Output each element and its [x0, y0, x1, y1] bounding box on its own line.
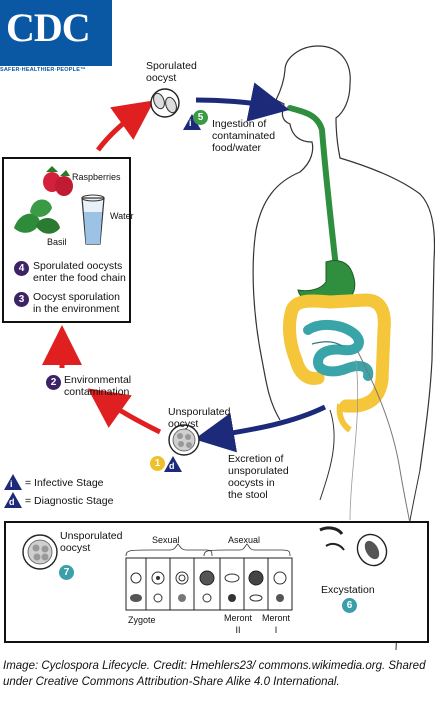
legend-diagnostic-text: = Diagnostic Stage — [25, 495, 114, 507]
excretion-label: Excretion of unsporulated oocysts in the… — [228, 453, 289, 501]
zygote-label: Zygote — [128, 615, 156, 625]
unsporulated-oocyst-icon — [168, 424, 200, 456]
arrow-excretion — [194, 404, 327, 453]
cdc-logo-tagline: SAFER·HEALTHIER·PEOPLE™ — [0, 67, 86, 73]
unsporulated-oocyst-bottom-label: Unsporulated oocyst — [60, 530, 123, 554]
colon — [283, 293, 391, 413]
legend-infective-letter: i — [10, 479, 13, 489]
stage-3-label: Oocyst sporulation in the environment — [33, 291, 120, 315]
stage-4-badge: 4 — [14, 261, 29, 276]
sexual-label: Sexual — [152, 535, 180, 545]
stage-4-label: Sporulated oocysts enter the food chain — [33, 260, 126, 284]
water-label: Water — [110, 211, 134, 221]
stage-5-badge: 5 — [193, 110, 208, 125]
stage-3-badge: 3 — [14, 292, 29, 307]
diagnostic-stage-letter: d — [169, 461, 175, 471]
arrow-1-to-2 — [87, 388, 162, 435]
legend-diagnostic-icon — [4, 492, 22, 508]
unsporulated-oocyst-label: Unsporulated oocyst — [168, 406, 231, 430]
stage-6-label: Excystation — [321, 584, 375, 596]
raspberries-label: Raspberries — [72, 172, 121, 182]
asexual-label: Asexual — [228, 535, 261, 545]
cdc-logo: CDC — [0, 0, 112, 66]
legend-infective-text: = Infective Stage — [25, 477, 104, 489]
arrow-to-mouth — [195, 82, 290, 122]
cell-strip — [125, 557, 293, 611]
water-glass-icon — [81, 194, 105, 245]
infective-stage-marker — [183, 114, 201, 130]
basil-label: Basil — [47, 237, 67, 247]
cdc-logo-text: CDC — [6, 5, 91, 50]
oocyst-7-icon — [22, 534, 58, 570]
infective-stage-letter: i — [189, 118, 192, 128]
legend-diagnostic-letter: d — [9, 497, 15, 507]
small-intestine — [303, 320, 374, 381]
raspberries-icon — [43, 166, 73, 196]
esophagus — [287, 105, 339, 271]
legend-infective-icon — [4, 474, 22, 490]
meront-ii-label: Meront II — [224, 613, 253, 635]
excystation-oocyst-icon — [319, 526, 388, 567]
sporulated-oocyst-label: Sporulated oocyst — [146, 60, 197, 84]
image-credit: Image: Cyclospora Lifecycle. Credit: Hme… — [3, 660, 426, 688]
stage-5-label: Ingestion of contaminated food/water — [212, 118, 276, 154]
arrow-4-to-5 — [96, 100, 155, 152]
stage-2-badge: 2 — [46, 375, 61, 390]
sporulated-oocyst-icon — [150, 88, 180, 118]
stage-1-badge: 1 — [150, 456, 165, 471]
basil-icon — [14, 199, 60, 234]
stage-6-badge: 6 — [342, 598, 357, 613]
stage-7-badge: 7 — [59, 565, 74, 580]
meront-i-label: Meront I — [262, 613, 291, 635]
diagnostic-stage-marker — [164, 456, 182, 472]
stage-2-label: Environmental contamination — [64, 374, 132, 398]
